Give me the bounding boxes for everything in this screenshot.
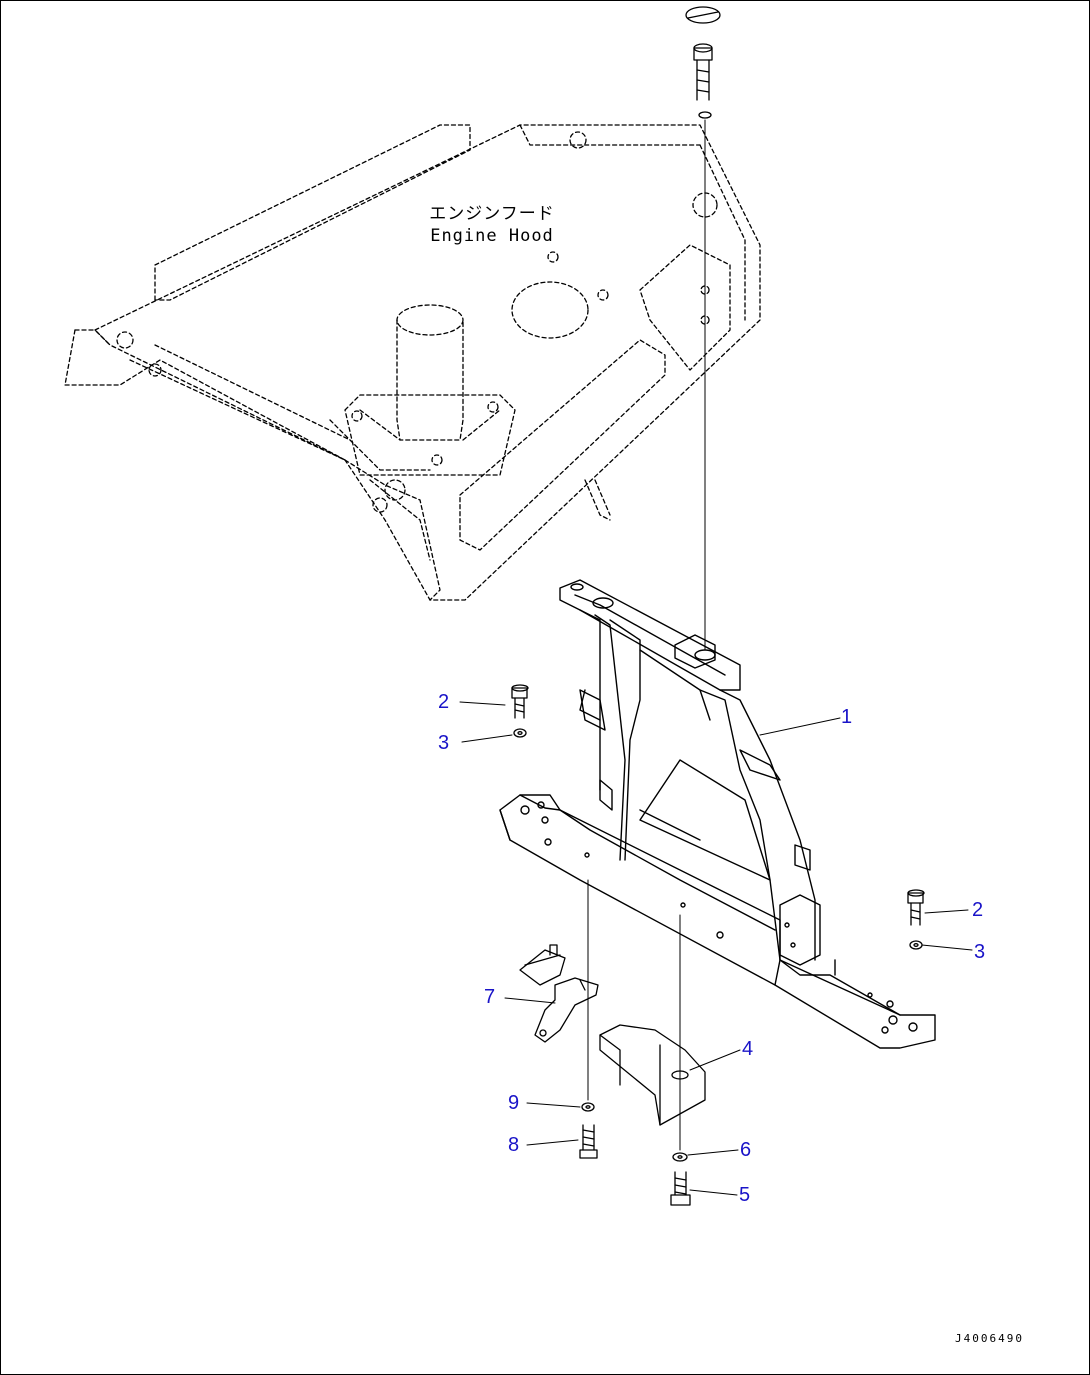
washer-bolt-right xyxy=(670,1152,691,1206)
engine-hood-label-en: Engine Hood xyxy=(430,226,554,246)
washer-bolt-left xyxy=(579,1102,598,1159)
left-bolt-washer xyxy=(511,684,529,738)
callout-5: 5 xyxy=(739,1184,751,1206)
callout-1: 1 xyxy=(841,706,853,728)
cover-plate xyxy=(599,1024,706,1126)
main-bracket xyxy=(499,579,936,1049)
clip-bracket xyxy=(519,944,599,1043)
callout-3-left: 3 xyxy=(438,732,450,754)
engine-hood-label-jp: エンジンフード xyxy=(429,204,555,224)
callout-2-right: 2 xyxy=(972,899,984,921)
callout-3-right: 3 xyxy=(974,941,986,963)
callout-8: 8 xyxy=(508,1134,520,1156)
right-bolt-washer xyxy=(907,889,925,950)
callout-7: 7 xyxy=(484,986,496,1008)
top-hardware xyxy=(685,6,721,119)
engine-hood-outline xyxy=(64,124,761,601)
callout-9: 9 xyxy=(508,1092,520,1114)
drawing-id: J4006490 xyxy=(955,1332,1024,1345)
callout-4: 4 xyxy=(742,1038,754,1060)
callout-2-left: 2 xyxy=(438,691,450,713)
callout-6: 6 xyxy=(740,1139,752,1161)
engine-hood-label: エンジンフード Engine Hood xyxy=(412,203,572,247)
leader-lines xyxy=(459,701,973,1196)
